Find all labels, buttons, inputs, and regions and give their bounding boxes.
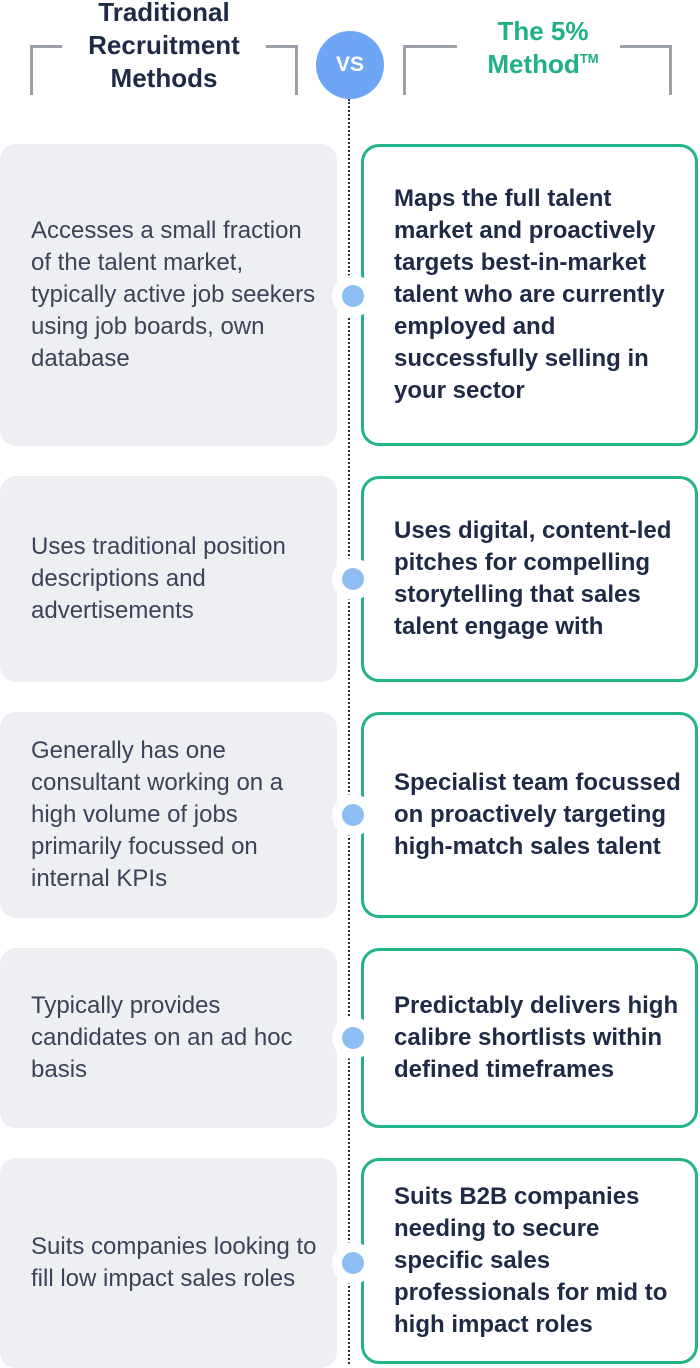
method-text-2: Uses digital, content-led pitches for co… xyxy=(394,517,672,640)
method-text-3: Specialist team focussed on proactively … xyxy=(394,769,681,860)
right-bracket-left xyxy=(403,45,457,95)
method-text-5: Suits B2B companies needing to secure sp… xyxy=(394,1183,668,1338)
traditional-text-2: Uses traditional position descriptions a… xyxy=(31,533,286,624)
traditional-card-2: Uses traditional position descriptions a… xyxy=(0,476,337,682)
method-title-line-2: MethodTM xyxy=(452,48,634,81)
timeline-dot-1 xyxy=(342,285,364,307)
method-card-1: Maps the full talent market and proactiv… xyxy=(361,144,698,446)
method-card-5: Suits B2B companies needing to secure sp… xyxy=(361,1158,698,1364)
right-bracket-right xyxy=(620,45,672,95)
vs-badge: VS xyxy=(316,31,384,99)
method-title-word: Method xyxy=(487,49,580,79)
timeline-marker-4 xyxy=(332,1017,374,1059)
trademark-mark: TM xyxy=(579,51,599,66)
traditional-methods-title: Traditional Recruitment Methods xyxy=(64,0,264,95)
traditional-card-3: Generally has one consultant working on … xyxy=(0,712,337,918)
method-card-3: Specialist team focussed on proactively … xyxy=(361,712,698,918)
timeline-dot-4 xyxy=(342,1027,364,1049)
timeline-marker-1 xyxy=(332,275,374,317)
timeline-dot-5 xyxy=(342,1252,364,1274)
timeline-dot-2 xyxy=(342,568,364,590)
timeline-marker-3 xyxy=(332,794,374,836)
left-bracket-right xyxy=(266,45,298,95)
method-card-4: Predictably delivers high calibre shortl… xyxy=(361,948,698,1128)
traditional-text-5: Suits companies looking to fill low impa… xyxy=(31,1233,317,1292)
traditional-card-1: Accesses a small fraction of the talent … xyxy=(0,144,337,446)
method-text-1: Maps the full talent market and proactiv… xyxy=(394,185,665,404)
method-card-2: Uses digital, content-led pitches for co… xyxy=(361,476,698,682)
timeline-marker-2 xyxy=(332,558,374,600)
left-bracket-left xyxy=(30,45,62,95)
five-percent-method-title: The 5% MethodTM xyxy=(452,15,634,81)
traditional-text-3: Generally has one consultant working on … xyxy=(31,737,284,892)
traditional-card-5: Suits companies looking to fill low impa… xyxy=(0,1158,337,1368)
traditional-text-1: Accesses a small fraction of the talent … xyxy=(31,217,316,372)
traditional-title-line-1: Traditional xyxy=(98,0,230,27)
timeline-dotted-line xyxy=(348,99,350,1364)
timeline-dot-3 xyxy=(342,804,364,826)
traditional-title-line-2: Recruitment xyxy=(88,30,240,60)
traditional-card-4: Typically provides candidates on an ad h… xyxy=(0,948,337,1128)
method-text-4: Predictably delivers high calibre shortl… xyxy=(394,992,679,1083)
method-title-line-1: The 5% xyxy=(497,16,589,46)
timeline-marker-5 xyxy=(332,1242,374,1284)
traditional-title-line-3: Methods xyxy=(110,63,218,93)
traditional-text-4: Typically provides candidates on an ad h… xyxy=(31,992,293,1083)
